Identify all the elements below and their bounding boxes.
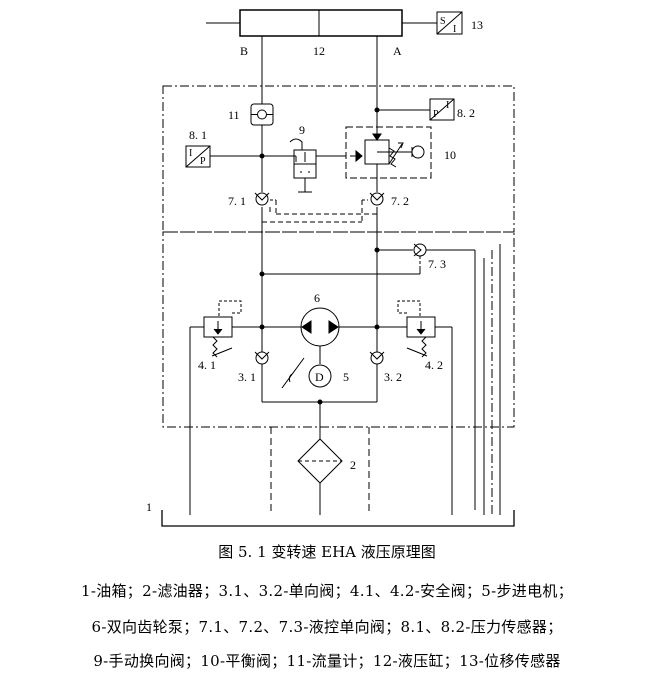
filter-2 [297,402,343,515]
motor-5-label: 5 [343,370,349,384]
check-valve-3-2 [369,351,385,365]
figure-caption: 图 5. 1 变转速 EHA 液压原理图 [218,543,436,561]
flow-meter-11-label: 11 [228,108,240,122]
pilot-check-valve-7-1 [254,192,276,206]
pressure-sensor-8-1-p-label: P [200,156,206,167]
displacement-sensor-s-label: S [440,16,446,27]
pressure-sensor-8-2 [374,98,455,121]
flow-meter-11 [250,103,274,126]
relief-valve-4-1 [189,300,262,515]
manual-valve-9-label: 9 [299,123,305,137]
displacement-sensor-13 [436,11,463,35]
stepper-motor-5 [308,364,332,388]
check-valve-7-1-label: 7. 1 [228,194,246,208]
pressure-sensor-8-2-i-label: I [446,100,449,111]
oil-tank-1 [161,510,515,527]
pilot-check-valve-7-3 [259,243,476,510]
displacement-sensor-i-label: I [453,24,456,35]
tank-1-label: 1 [146,500,152,514]
check-valve-3-1-label: 3. 1 [238,370,256,384]
legend-line-3: 9-手动换向阀；10-平衡阀；11-流量计；12-液压缸；13-位移传感器 [93,652,561,670]
balance-valve-10-label: 10 [444,148,456,162]
relief-valve-4-2-label: 4. 2 [425,358,443,372]
manual-directional-valve-9 [262,138,346,193]
lower-pump-block-outline [162,231,515,428]
upper-valve-block-outline [162,85,515,233]
filter-2-label: 2 [350,458,356,472]
relief-valve-4-2 [377,300,453,515]
balance-valve-10 [345,126,432,179]
hydraulic-cylinder-12 [206,9,437,37]
pressure-sensor-8-1-label: 8. 1 [189,128,207,142]
pump-6-label: 6 [314,291,320,305]
eha-hydraulic-schematic: B 12 A S I 13 11 [146,9,515,527]
pressure-sensor-8-2-label: 8. 2 [457,106,475,120]
check-valve-7-2-label: 7. 2 [391,194,409,208]
pressure-sensor-8-1 [185,145,265,168]
check-valve-3-1 [254,351,270,365]
pressure-sensor-8-1-i-label: I [189,148,192,159]
pilot-check-valve-7-2 [362,192,385,206]
cylinder-port-a-label: A [393,44,402,58]
motor-d-label: D [315,370,324,384]
legend-line-1: 1-油箱；2-滤油器；3.1、3.2-单向阀；4.1、4.2-安全阀；5-步进电… [81,582,573,600]
check-valve-3-2-label: 3. 2 [384,370,402,384]
relief-valve-4-1-label: 4. 1 [198,358,216,372]
cylinder-port-b-label: B [240,44,248,58]
cylinder-12-label: 12 [313,44,325,58]
check-valve-7-3-label: 7. 3 [428,257,446,271]
legend-line-2: 6-双向齿轮泵；7.1、7.2、7.3-液控单向阀；8.1、8.2-压力传感器； [91,618,563,636]
displacement-sensor-13-label: 13 [471,18,483,32]
pressure-sensor-8-2-p-label: P [433,109,439,120]
